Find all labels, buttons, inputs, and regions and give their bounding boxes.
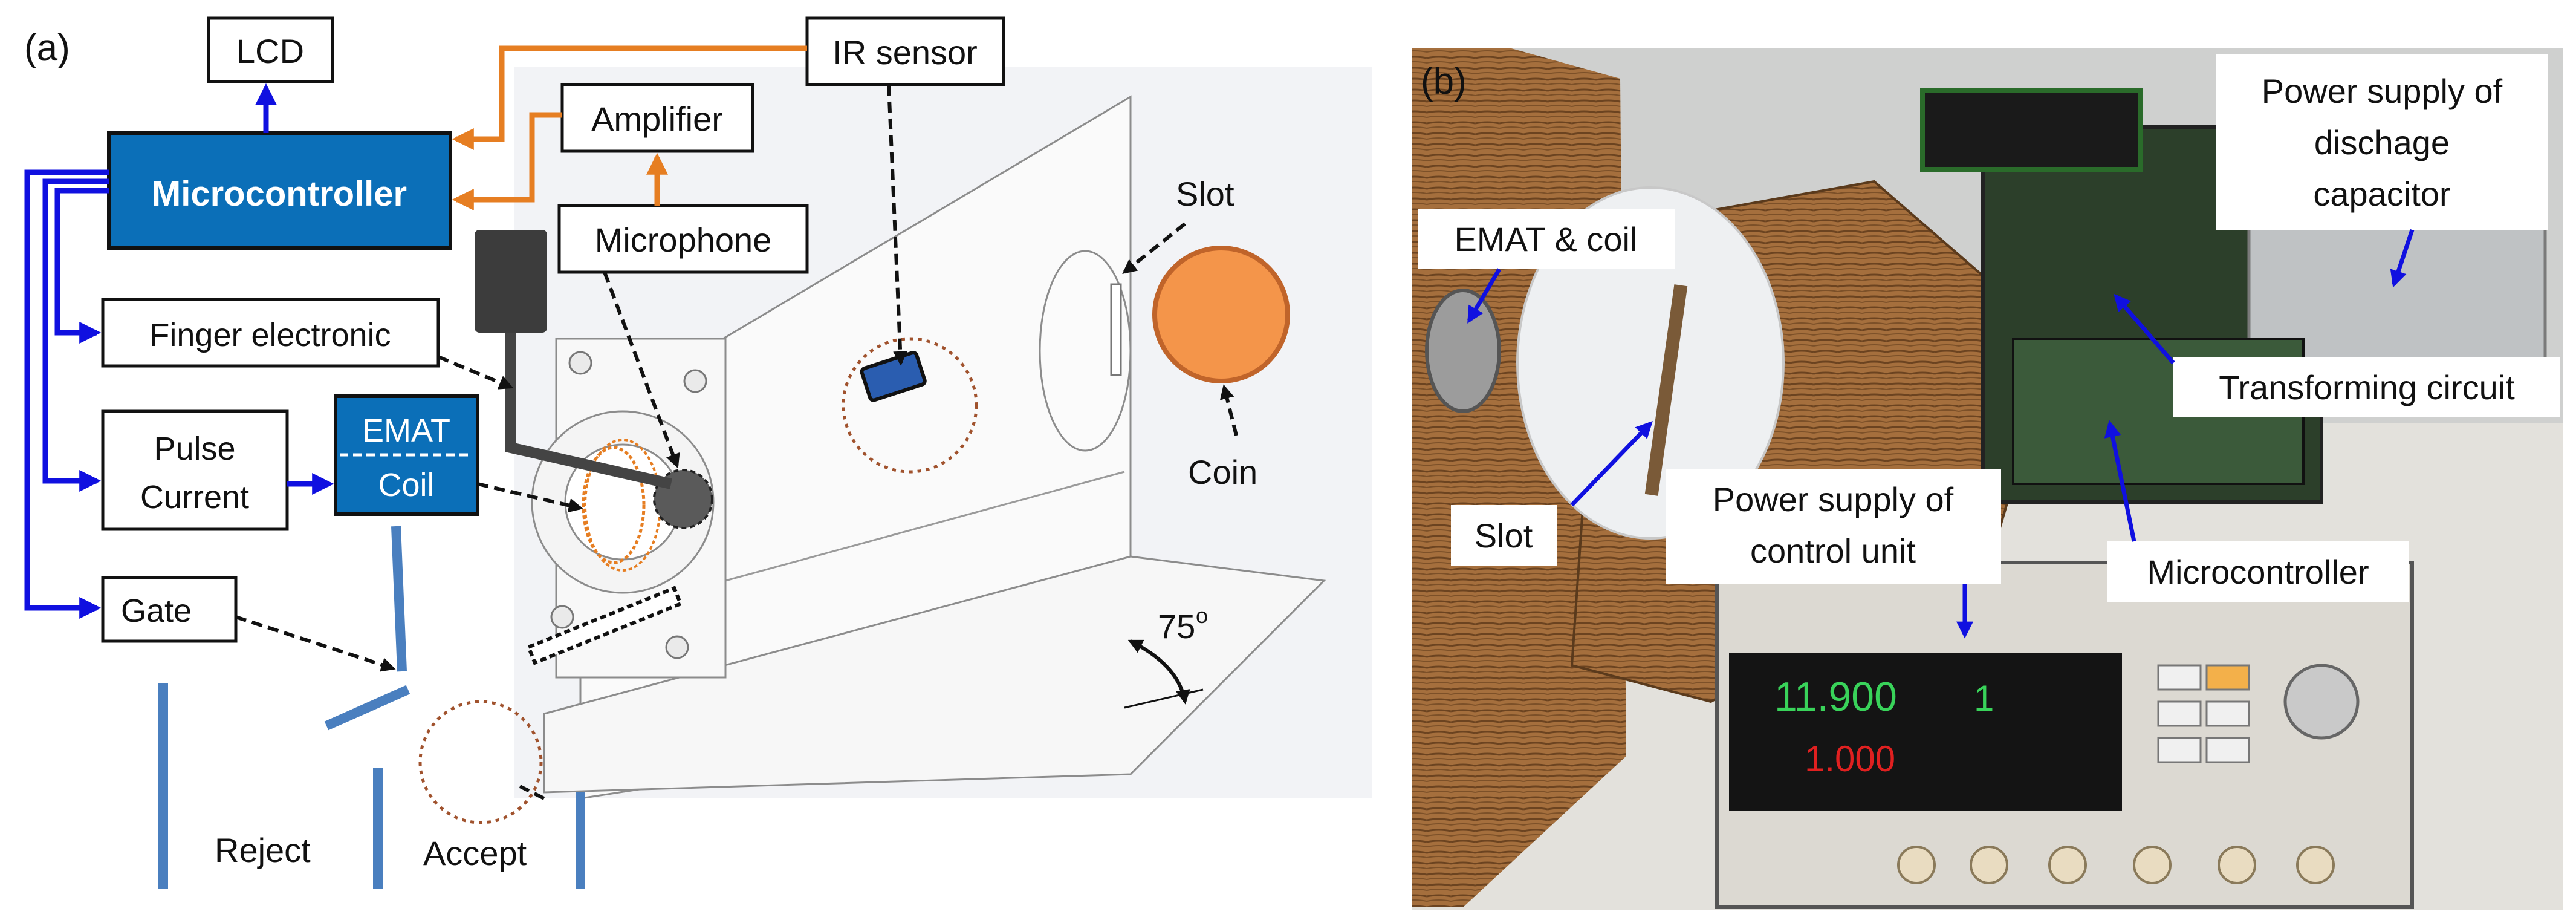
slot-photo [1644,284,1688,496]
psu-channel: 1 [1974,678,1994,719]
emat-coil-photo [1425,289,1501,413]
callout-transforming-circuit-label: Transforming circuit [2219,368,2515,406]
callout-power-discharge-line2: dischage [2314,123,2450,161]
angle-value: 75 [1158,607,1195,645]
microphone-box: Microphone [557,204,809,274]
microphone-label: Microphone [595,221,772,259]
apparatus-drawing [475,67,1372,800]
coin-label: Coin [1188,453,1257,491]
gate-support [391,526,407,672]
microphone-body [475,230,547,333]
ir-sensor-label: IR sensor [832,33,978,71]
base-plate [543,555,1326,794]
callout-microcontroller: Microcontroller [2107,541,2409,602]
arrow-transforming-circuit [2114,293,2175,365]
ir-sensor-device [860,351,927,402]
lcd-box: LCD [207,16,334,83]
slot-label: Slot [1176,175,1234,213]
panel-a: (a) [24,16,1372,889]
pointer-emat [477,482,583,513]
arrow-mc-to-finger [54,188,109,344]
arrow-power-discharge [2390,229,2415,288]
panel-b-label: (b) [1421,60,1467,102]
gate-label: Gate [121,593,192,629]
arrow-mc-to-gate [24,169,109,619]
pointer-coin [1220,384,1238,436]
sorting-chute [158,526,585,889]
bolt-icon [550,351,707,659]
angle-unit: o [1196,603,1208,628]
microphone-cable [505,333,672,489]
callout-slot: Slot [1451,505,1557,566]
arrow-amp-to-mc [452,112,562,210]
psu-display-panel [1729,653,2122,811]
accept-zone [418,700,543,824]
callout-power-control-line2: control unit [1750,532,1916,570]
pulse-current-line1: Pulse [154,431,235,467]
arrow-emat-coil [1467,268,1502,324]
pulse-current-box: Pulse Current [101,409,289,531]
arrow-microcontroller [2104,420,2136,542]
emat-label: EMAT [362,413,450,449]
callout-power-discharge-line1: Power supply of [2262,72,2503,110]
ir-sensor-zone [842,337,978,474]
gate-box: Gate [101,576,238,643]
arrow-ir-to-mc [452,45,807,150]
arrow-mc-to-pulse [42,178,109,492]
psu-voltage: 11.900 [1774,674,1897,720]
coin-icon [1152,246,1290,383]
amplifier-label: Amplifier [591,100,723,138]
slot-opening [1110,283,1122,376]
control-arrows [24,83,334,619]
pointer-ir [887,84,908,366]
pointer-accept [519,785,545,800]
coil-label: Coil [378,467,434,503]
gate-deflector [324,685,410,731]
psu-buttons [2157,664,2250,763]
panel-b: 11.900 1 1.000 (b) EMAT & coil Slot Powe… [1412,48,2563,910]
lcd-module-photo [1920,88,2143,172]
panel-a-label: (a) [24,27,70,69]
callout-power-control-line1: Power supply of [1713,480,1954,518]
microcontroller-label: Microcontroller [152,174,407,214]
callout-power-control: Power supply of control unit [1666,469,2001,584]
microcontroller-box: Microcontroller [107,131,452,250]
pointer-gate [235,615,396,672]
emat-coil-rings [582,446,646,564]
callout-emat-coil: EMAT & coil [1418,209,1675,269]
callout-power-discharge-line3: capacitor [2313,175,2450,213]
slot-disc [1039,250,1132,452]
callout-microcontroller-label: Microcontroller [2147,553,2369,591]
finger-electronic-label: Finger electronic [149,317,391,353]
callout-transforming-circuit: Transforming circuit [2173,357,2560,417]
gate-flap [526,586,683,665]
reject-label: Reject [215,831,311,869]
amplifier-box: Amplifier [560,83,754,153]
psu-current: 1.000 [1805,739,1895,779]
callout-slot-label: Slot [1475,517,1533,555]
white-disc [1516,186,1785,540]
ir-sensor-box: IR sensor [805,16,1005,86]
pulse-current-line2: Current [140,479,249,515]
lcd-label: LCD [236,32,304,70]
angle-guide [1124,688,1204,709]
dashed-pointers [235,84,1238,800]
arrow-slot [1570,420,1653,507]
pointer-mic [603,271,680,469]
emat-coil-box: EMAT Coil [334,394,479,516]
pointer-finger [437,355,514,390]
accept-label: Accept [423,834,527,872]
callout-arrows [1467,229,2415,639]
base-edge [725,471,1125,582]
callout-emat-coil-label: EMAT & coil [1455,220,1638,258]
pointer-slot [1122,222,1186,274]
sensor-arrows [452,45,807,210]
finger-electronic-box: Finger electronic [101,298,440,368]
callout-power-discharge: Power supply of dischage capacitor [2216,54,2548,230]
psu-terminals [1897,846,2335,884]
psu-knob [2283,664,2360,740]
